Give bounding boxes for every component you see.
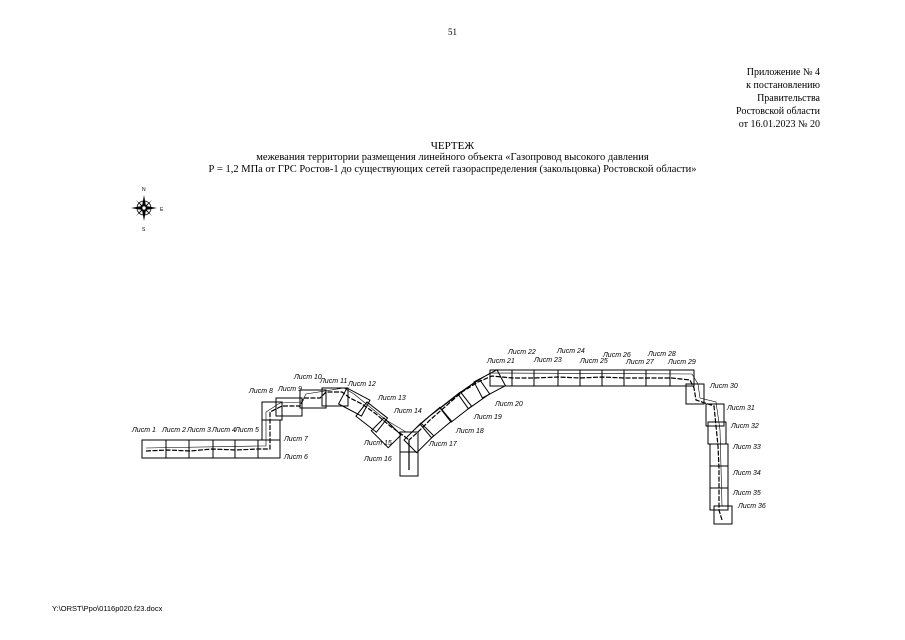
sheet-label: Лист 4 (211, 427, 236, 434)
compass-rose-icon: N E S (131, 187, 164, 233)
file-path-footer: Y:\ORST\Ppo\0116p020.f23.docx (52, 604, 163, 613)
sheet-frame (337, 387, 371, 417)
sheet-frame (439, 391, 473, 423)
compass-south: S (142, 227, 146, 233)
sheet-label: Лист 14 (393, 408, 422, 415)
sheet-label: Лист 3 (186, 427, 211, 434)
appendix-line: Приложение № 4 (746, 67, 820, 78)
sheet-label: Лист 32 (730, 423, 759, 430)
sheet-label: Лист 5 (234, 427, 259, 434)
sheet-frame (685, 383, 705, 405)
title-line: межевания территории размещения линейног… (256, 152, 649, 163)
page-number: 51 (448, 27, 457, 37)
sheet-label: Лист 27 (625, 359, 655, 366)
sheet-frame (261, 419, 281, 441)
appendix-line: от 16.01.2023 № 20 (738, 119, 820, 130)
sheet-label: Лист 7 (283, 436, 309, 443)
sheet-label: Лист 33 (732, 444, 761, 451)
document-title: ЧЕРТЕЖ межевания территории размещения л… (0, 140, 905, 176)
sheet-label: Лист 34 (732, 470, 761, 477)
sheet-frame (355, 401, 389, 433)
sheet-frame (141, 439, 167, 459)
sheet-label: Лист 29 (667, 359, 696, 366)
title-line: Р = 1,2 МПа от ГРС Ростов-1 до существую… (208, 164, 697, 175)
sheet-label: Лист 25 (579, 358, 608, 365)
sheet-label: Лист 22 (507, 349, 536, 356)
compass-north: N (142, 187, 146, 193)
sheet-label: Лист 28 (647, 351, 676, 358)
sheet-label: Лист 36 (737, 503, 766, 510)
sheet-label: Лист 30 (709, 383, 738, 390)
sheet-frame (275, 397, 303, 417)
appendix-line: Правительства (757, 93, 820, 104)
sheet-label: Лист 11 (319, 378, 347, 385)
sheet-frame (457, 378, 491, 410)
sheet-label: Лист 1 (131, 427, 156, 434)
sheet-frame (705, 403, 725, 427)
sheet-label: Лист 31 (726, 405, 755, 412)
sheet-frame (419, 406, 453, 439)
sheet-frame (165, 439, 190, 459)
sheet-label: Лист 10 (293, 374, 322, 381)
sheet-label: Лист 18 (455, 428, 484, 435)
gas-pipeline-route (145, 375, 723, 521)
sheet-label: Лист 35 (732, 490, 761, 497)
sheet-frame (713, 505, 733, 525)
sheet-label: Лист 8 (248, 388, 273, 395)
sheet-label: Лист 16 (363, 456, 392, 463)
title-heading: ЧЕРТЕЖ (430, 140, 475, 152)
sheet-label: Лист 13 (377, 395, 406, 402)
compass-east: E (160, 207, 164, 213)
appendix-block: Приложение № 4 к постановлению Правитель… (700, 66, 820, 131)
sheet-label: Лист 19 (473, 414, 502, 421)
sheet-label: Лист 6 (283, 454, 308, 461)
sheet-frame (261, 401, 283, 421)
sheet-label: Лист 23 (533, 357, 562, 364)
sheet-label: Лист 9 (277, 386, 302, 393)
sheet-label: Лист 17 (428, 441, 458, 448)
sheet-frame (299, 389, 327, 409)
sheet-label: Лист 21 (486, 358, 515, 365)
sheet-label: Лист 20 (494, 401, 523, 408)
sheet-label: Лист 12 (347, 381, 376, 388)
sheet-frame (669, 369, 695, 387)
sheet-frame (370, 417, 402, 449)
appendix-line: к постановлению (746, 80, 820, 91)
appendix-line: Ростовской области (736, 106, 820, 117)
sheet-frame (188, 439, 214, 459)
sheet-label: Лист 26 (602, 352, 631, 359)
sheet-label: Лист 24 (556, 348, 585, 355)
sheet-labels: Лист 1 Лист 2 Лист 3 Лист 4 Лист 5 Лист … (131, 348, 766, 510)
sheet-label: Лист 15 (363, 440, 392, 447)
sheet-label: Лист 2 (161, 427, 186, 434)
